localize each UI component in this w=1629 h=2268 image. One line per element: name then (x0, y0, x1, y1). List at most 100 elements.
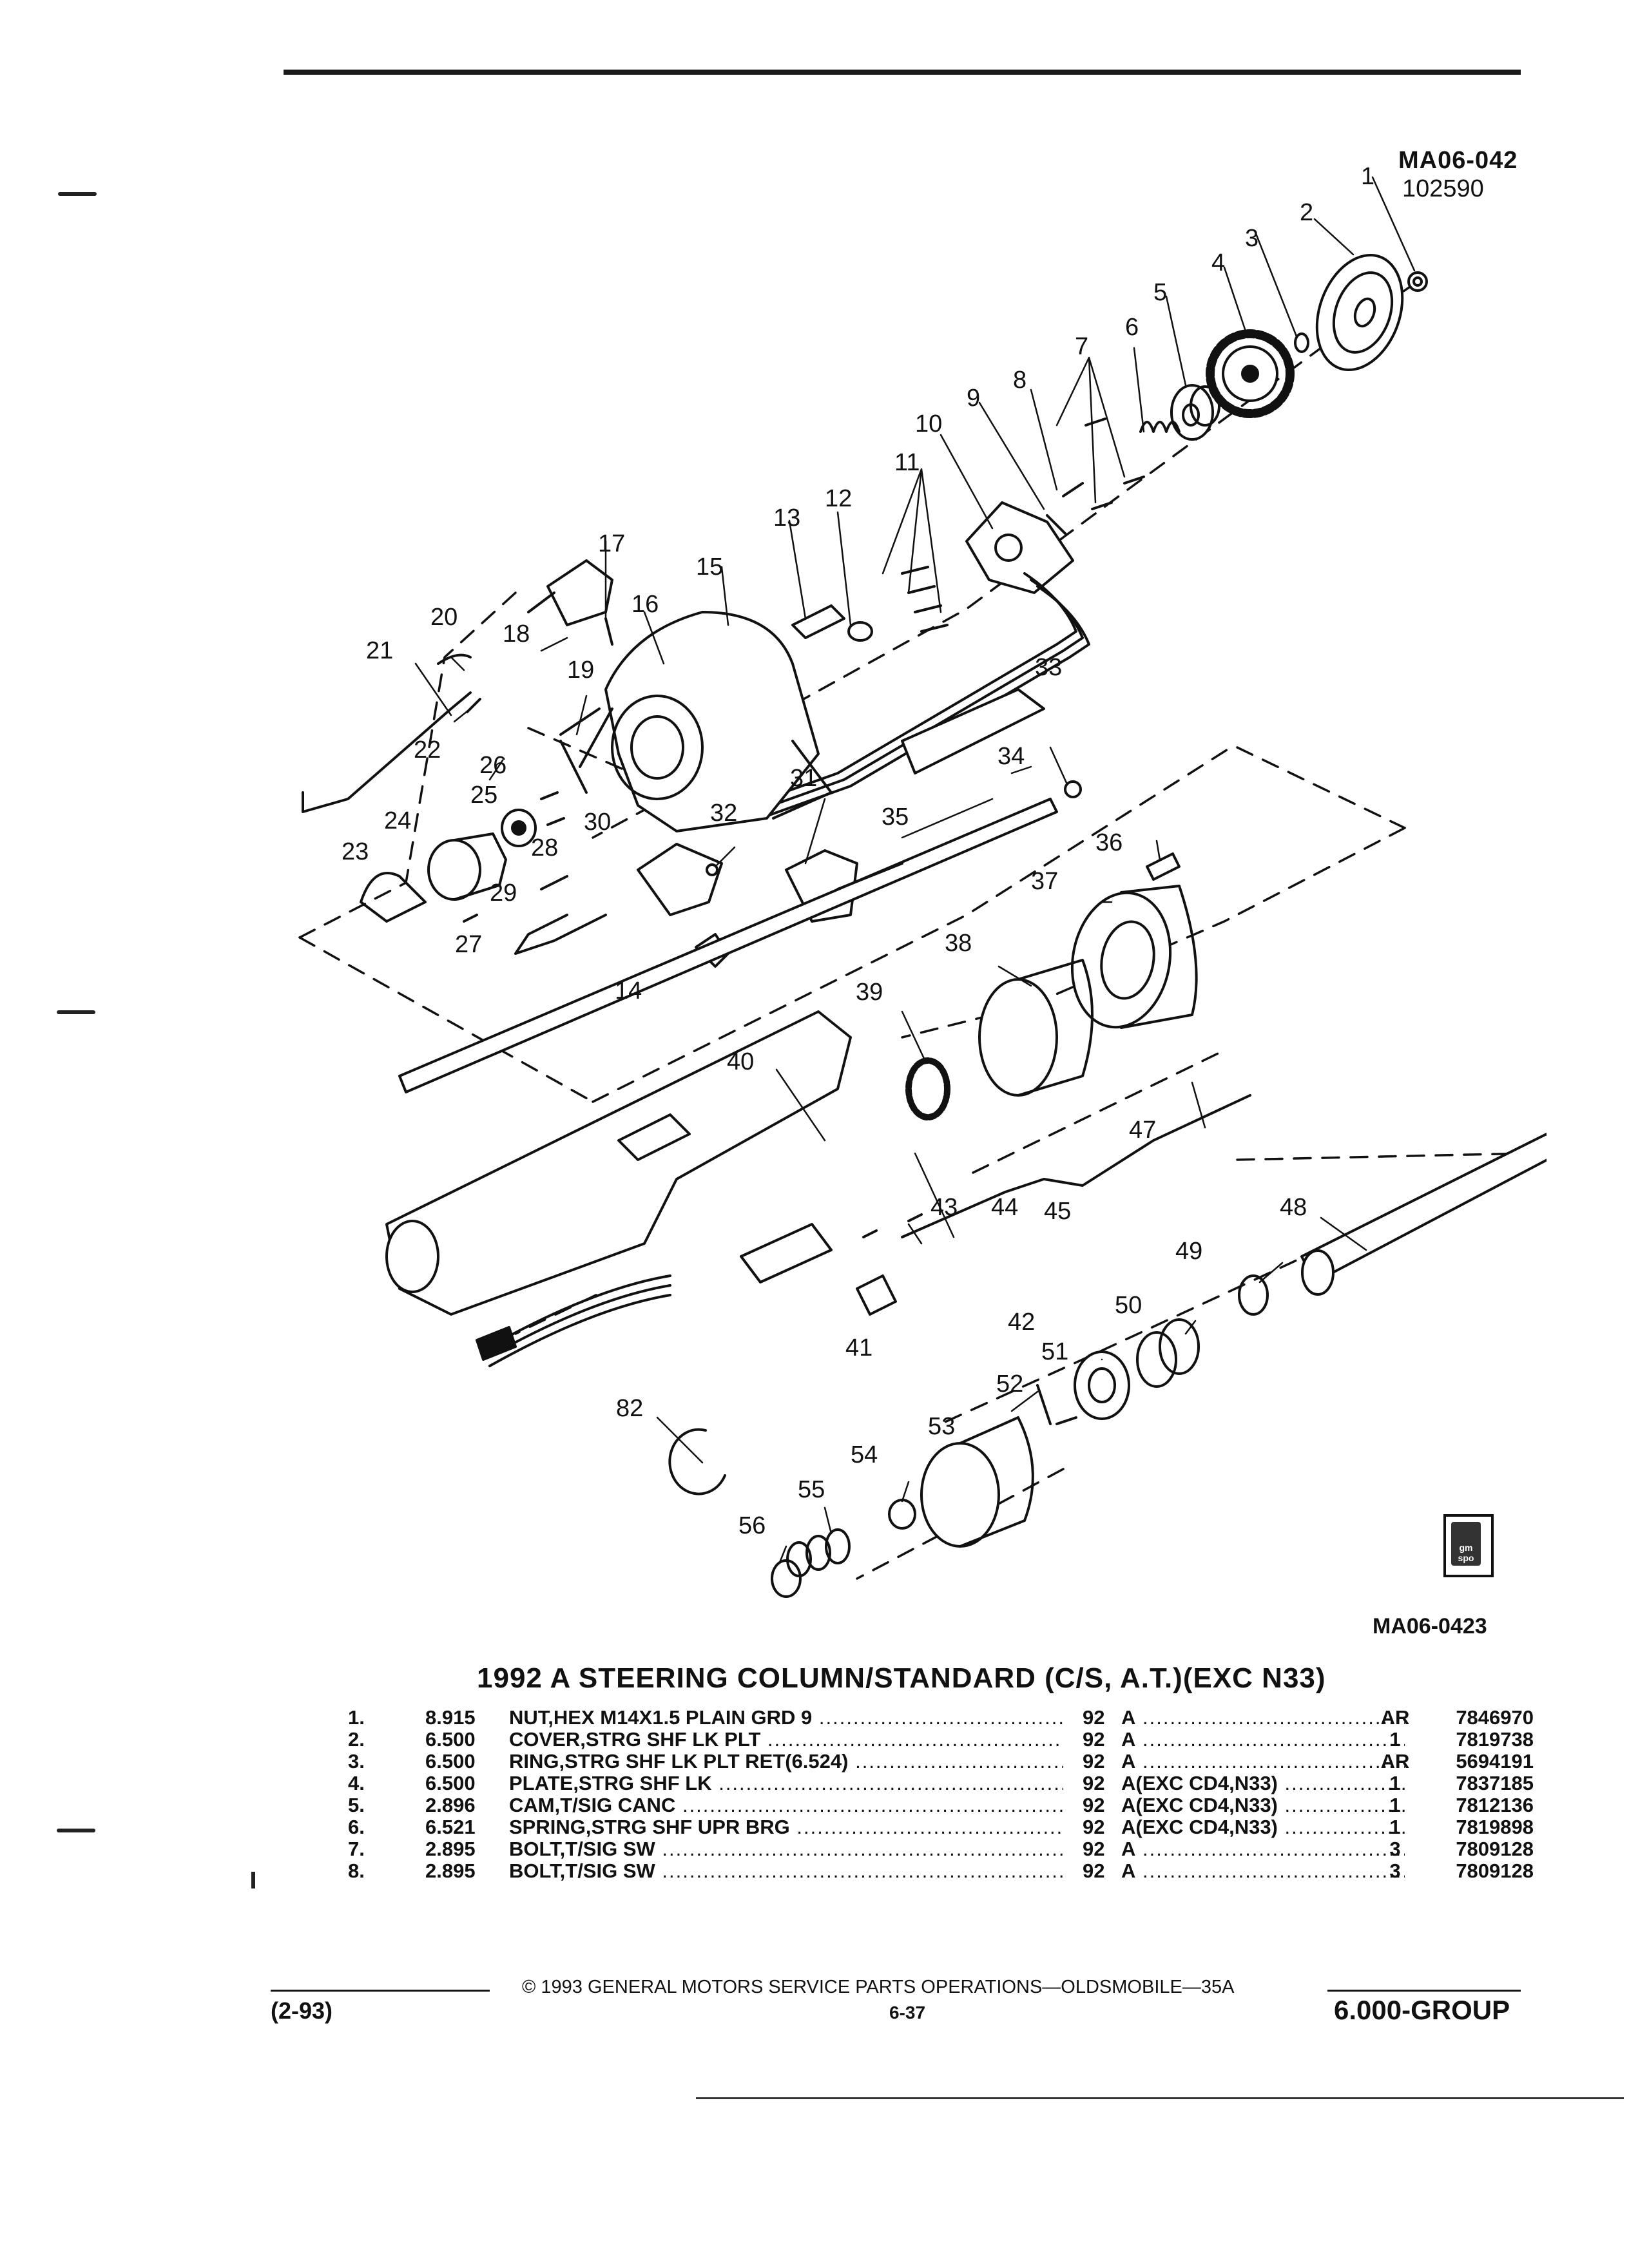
callout-27: 27 (455, 931, 482, 958)
series-usage: A ......................................… (1121, 1860, 1405, 1882)
callout-8: 8 (1013, 367, 1027, 394)
jacket (385, 1010, 852, 1316)
series-usage: A ......................................… (1121, 1728, 1405, 1751)
footer-rule-left (271, 1990, 490, 1992)
callout-28: 28 (531, 834, 558, 861)
model-year: 92 (1083, 1838, 1105, 1860)
part-number: 7837185 (1456, 1772, 1534, 1794)
callout-23: 23 (342, 838, 369, 865)
cover-strg-shf-lk-plt (1315, 253, 1404, 372)
margin-mark (57, 1829, 95, 1832)
callout-12: 12 (825, 485, 852, 512)
group-number: 6.500 (425, 1772, 476, 1794)
callout-45: 45 (1044, 1198, 1071, 1225)
footer-group: 6.000-GROUP (1334, 1995, 1510, 2025)
quantity: AR (1380, 1706, 1410, 1729)
shield (920, 1416, 1034, 1548)
callout-11: 11 (894, 449, 920, 476)
shroud (978, 959, 1094, 1097)
callout-39: 39 (856, 979, 883, 1006)
part-name: COVER (509, 1728, 581, 1751)
part-description: BOLT,T/SIG SW ..........................… (509, 1838, 1063, 1860)
callout-50: 50 (1115, 1292, 1142, 1319)
callout-33: 33 (1035, 654, 1062, 681)
callout-19: 19 (567, 657, 594, 684)
callout-37: 37 (1031, 868, 1058, 895)
callout-38: 38 (945, 930, 972, 957)
item-number: 2. (348, 1728, 365, 1751)
group-number: 2.895 (425, 1860, 476, 1882)
part-number: 7819738 (1456, 1728, 1534, 1751)
part-name: RING (509, 1750, 559, 1773)
callout-56: 56 (738, 1512, 766, 1539)
callout-31: 31 (790, 765, 817, 792)
lower-shaft (1300, 1133, 1547, 1296)
footer-rule-right (1327, 1990, 1521, 1992)
part-detail: ,T/SIG SW (559, 1860, 655, 1882)
item-number: 4. (348, 1772, 365, 1794)
callout-52: 52 (996, 1370, 1023, 1398)
section-title: 1992 A STEERING COLUMN/STANDARD (C/S, A.… (477, 1662, 1326, 1694)
model-year: 92 (1083, 1772, 1105, 1794)
series-usage: A ......................................… (1121, 1838, 1405, 1860)
callout-34: 34 (998, 743, 1025, 770)
bottom-rule (696, 2097, 1624, 2099)
group-number: 8.915 (425, 1706, 476, 1729)
leader-lines (414, 176, 1416, 1564)
quantity: 1 (1389, 1728, 1401, 1751)
model-year: 92 (1083, 1816, 1105, 1838)
shaft (398, 798, 1058, 1093)
model-year: 92 (1083, 1706, 1105, 1729)
part-number: 7809128 (1456, 1838, 1534, 1860)
part-description: BOLT,T/SIG SW ..........................… (509, 1860, 1063, 1882)
part-number: 7812136 (1456, 1794, 1534, 1816)
model-year: 92 (1083, 1728, 1105, 1751)
callout-48: 48 (1280, 1194, 1307, 1221)
part-name: SPRING (509, 1816, 586, 1838)
callout-1: 1 (1361, 163, 1374, 190)
callout-16: 16 (631, 591, 659, 618)
item-number: 5. (348, 1794, 365, 1816)
callout-17: 17 (598, 530, 625, 557)
callout-26: 26 (479, 752, 506, 779)
callout-36: 36 (1095, 829, 1123, 856)
series-usage: A(EXC CD4,N33) .........................… (1121, 1772, 1405, 1794)
callout-25: 25 (470, 782, 497, 809)
part-number: 7819898 (1456, 1816, 1534, 1838)
part-description: PLATE,STRG SHF LK ......................… (509, 1772, 1063, 1794)
group-number: 6.521 (425, 1816, 476, 1838)
group-number: 6.500 (425, 1750, 476, 1773)
callout-22: 22 (414, 736, 441, 764)
callout-10: 10 (915, 410, 942, 437)
item-number: 1. (348, 1706, 365, 1729)
callout-42: 42 (1008, 1309, 1035, 1336)
callout-14: 14 (615, 977, 642, 1004)
margin-mark (57, 1010, 95, 1014)
callout-7: 7 (1075, 333, 1088, 360)
quantity: 3 (1389, 1860, 1401, 1882)
model-year: 92 (1083, 1860, 1105, 1882)
part-detail: ,T/SIG CANC (554, 1794, 676, 1816)
diagram-artwork (298, 176, 1547, 1598)
series-usage: A(EXC CD4,N33) .........................… (1121, 1816, 1405, 1838)
part-detail: ,STRG SHF LK PLT RET(6.524) (559, 1750, 849, 1773)
callout-41: 41 (845, 1334, 872, 1361)
callout-44: 44 (991, 1194, 1018, 1221)
callout-13: 13 (773, 505, 800, 532)
top-rule (284, 70, 1521, 75)
diagram-id: MA06-042 (1398, 147, 1518, 174)
callout-29: 29 (490, 879, 517, 907)
callout-82: 82 (616, 1395, 643, 1422)
gm-spo-logo: gm spo (1443, 1514, 1494, 1577)
callout-43: 43 (930, 1194, 958, 1221)
callout-2: 2 (1300, 199, 1313, 226)
part-number: 7809128 (1456, 1860, 1534, 1882)
callout-labels: 1 2 3 4 5 6 7 8 9 10 11 12 13 14 15 16 1… (342, 163, 1374, 1539)
part-number: 5694191 (1456, 1750, 1534, 1773)
margin-tick (251, 1872, 255, 1888)
